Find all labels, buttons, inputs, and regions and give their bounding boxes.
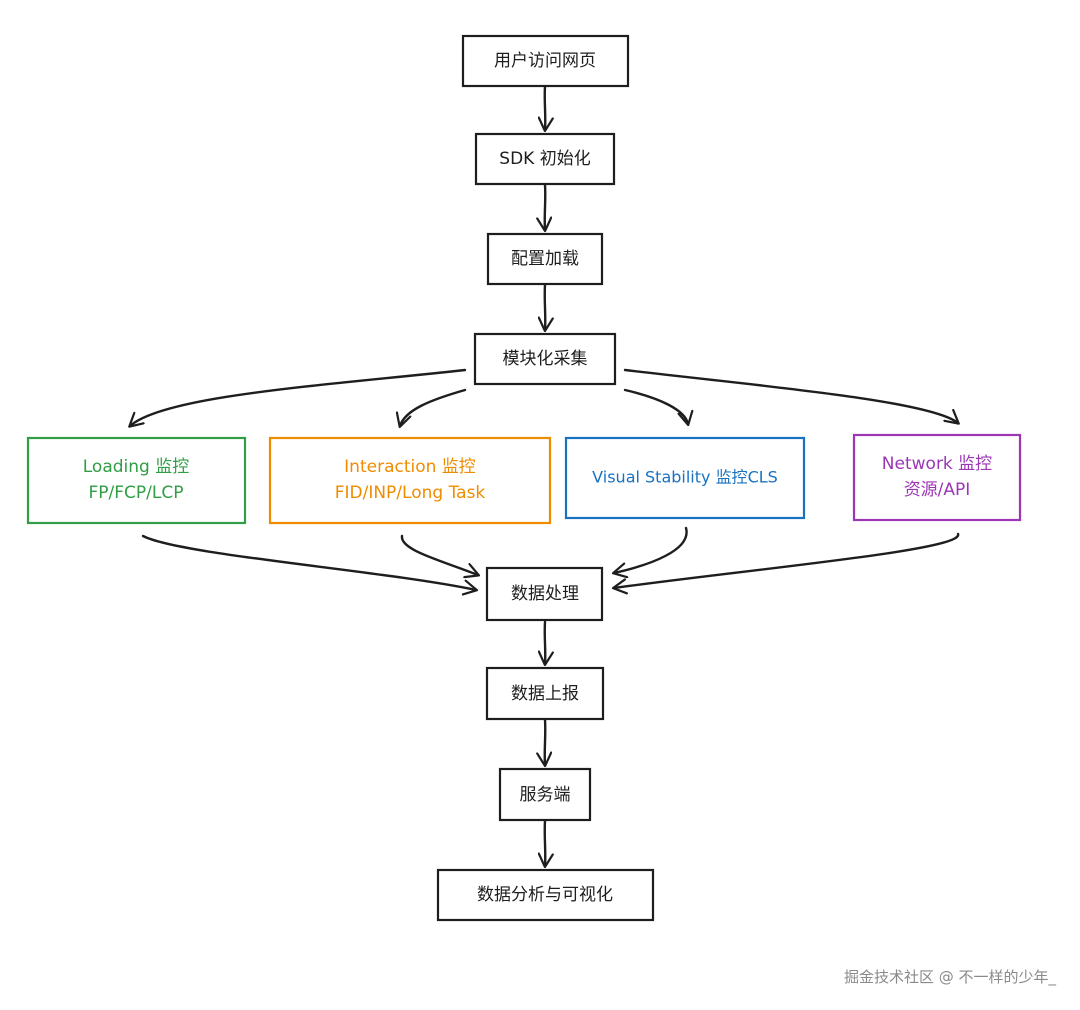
arrow-collect-to-visual — [623, 388, 688, 424]
arrow-collect-to-network — [623, 368, 958, 423]
step-config-load-label: 配置加载 — [511, 249, 579, 269]
arrow-visit-to-sdk — [545, 85, 546, 130]
step-data-process-label: 数据处理 — [511, 584, 579, 604]
step-sdk-init-label: SDK 初始化 — [499, 149, 590, 169]
step-modular-collect-label: 模块化采集 — [503, 349, 588, 369]
step-data-report: 数据上报 — [485, 666, 605, 721]
step-analysis-visualization-label: 数据分析与可视化 — [477, 885, 613, 905]
step-visit-page-label: 用户访问网页 — [494, 51, 596, 71]
module-loading: Loading 监控 FP/FCP/LCP — [26, 436, 247, 525]
arrow-loading-to-process — [141, 534, 476, 590]
module-visual-stability: Visual Stability 监控CLS — [564, 436, 806, 520]
step-data-process: 数据处理 — [485, 566, 604, 622]
step-sdk-init: SDK 初始化 — [474, 132, 616, 186]
arrow-process-to-report — [545, 620, 546, 664]
step-analysis-visualization: 数据分析与可视化 — [436, 868, 655, 922]
arrow-config-to-collect — [545, 283, 546, 330]
step-modular-collect: 模块化采集 — [473, 332, 617, 386]
arrow-collect-to-loading — [130, 368, 467, 426]
arrow-collect-to-interaction — [400, 388, 467, 426]
step-data-report-label: 数据上报 — [511, 684, 579, 704]
module-network-metrics: 资源/API — [904, 480, 971, 500]
module-loading-metrics: FP/FCP/LCP — [89, 483, 184, 503]
module-interaction: Interaction 监控 FID/INP/Long Task — [268, 436, 552, 525]
module-visual-stability-title: Visual Stability 监控CLS — [592, 468, 778, 487]
arrows — [130, 85, 960, 866]
step-server-label: 服务端 — [520, 785, 571, 805]
step-visit-page: 用户访问网页 — [461, 34, 630, 88]
module-interaction-title: Interaction 监控 — [344, 457, 476, 477]
step-config-load: 配置加载 — [486, 232, 604, 286]
arrow-visual-to-process — [614, 526, 688, 573]
watermark: 掘金技术社区 @ 不一样的少年_ — [843, 968, 1056, 986]
arrow-network-to-process — [614, 532, 960, 588]
arrow-sdk-to-config — [545, 183, 546, 230]
module-loading-title: Loading 监控 — [83, 457, 189, 477]
arrow-server-to-analysis — [545, 819, 546, 866]
module-interaction-metrics: FID/INP/Long Task — [335, 483, 486, 503]
arrow-report-to-server — [545, 718, 546, 765]
step-server: 服务端 — [498, 767, 592, 822]
arrow-interaction-to-process — [400, 534, 478, 575]
module-network-title: Network 监控 — [882, 454, 992, 474]
module-network: Network 监控 资源/API — [852, 433, 1022, 522]
